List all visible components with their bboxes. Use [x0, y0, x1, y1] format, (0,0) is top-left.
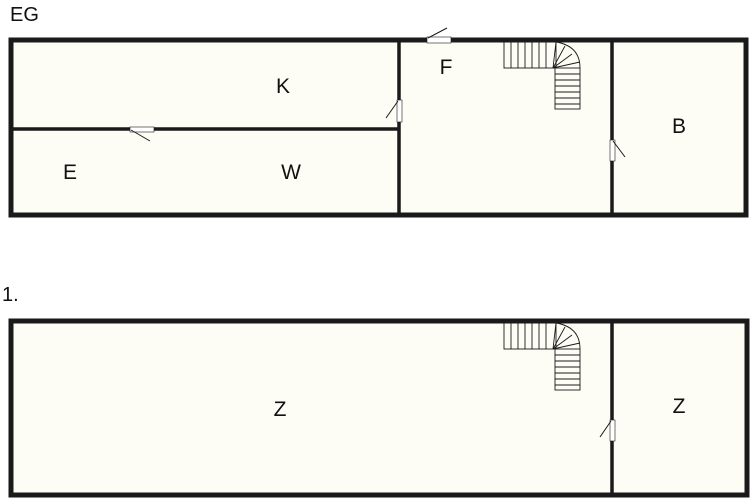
door-k-f: [396, 99, 403, 123]
room-label-k: K: [276, 75, 290, 98]
door-ew-k-leaf: [130, 129, 151, 142]
entrance-door: [426, 36, 452, 44]
door-z-z-leaf: [599, 420, 612, 438]
door-f-b-leaf: [612, 140, 626, 158]
door-f-b: [609, 139, 616, 162]
floor-label-first: 1.: [2, 284, 19, 306]
room-label-e: E: [63, 161, 77, 184]
door-z-z: [609, 419, 616, 442]
door-k-f-leaf: [385, 100, 399, 119]
room-label-b: B: [672, 115, 686, 138]
room-label-f: F: [440, 56, 453, 79]
ground-floor-outer-wall: [8, 37, 749, 218]
door-ew-k: [129, 126, 155, 133]
floor-label-ground: EG: [10, 4, 39, 26]
room-label-w: W: [281, 161, 301, 184]
room-label-z-left: Z: [274, 398, 287, 421]
first-floor-area: [11, 321, 747, 495]
ground-floor: EG: [8, 4, 749, 218]
staircase-ground: [503, 41, 581, 110]
room-label-z-right: Z: [673, 395, 686, 418]
first-floor-outer-wall: [8, 318, 750, 498]
first-floor: 1.: [2, 284, 750, 498]
staircase-first: [503, 322, 581, 391]
entrance-door-leaf: [427, 27, 448, 39]
